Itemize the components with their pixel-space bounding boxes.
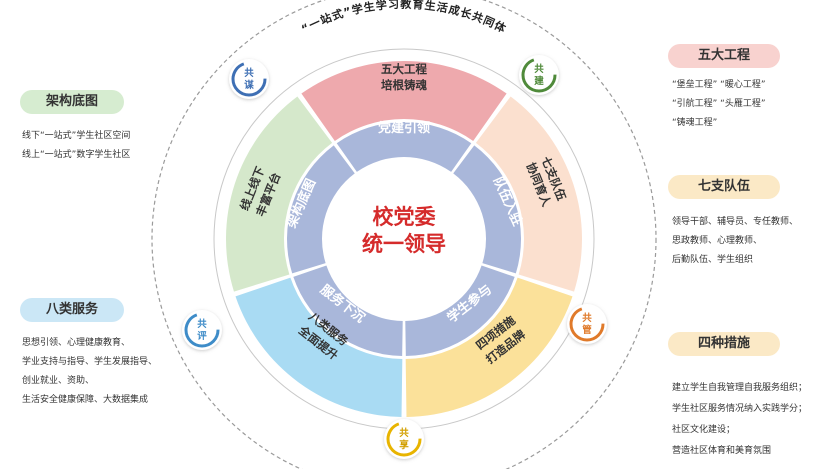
center-circle	[324, 159, 484, 319]
badge-jian-char1: 共	[534, 63, 544, 75]
measures-list: 建立学生自我管理自我服务组织； 学生社区服务情况纳入实践学分； 社区文化建设； …	[672, 378, 807, 462]
badge-mou-char2: 谋	[244, 79, 254, 91]
inner-segment-lower-left	[293, 265, 403, 356]
inner-segment-lower-right	[405, 265, 515, 356]
outer-label-top-1: 五大工程	[381, 62, 427, 76]
outer-dashed-circle	[151, 0, 657, 469]
projects-line: “铸魂工程”	[672, 118, 718, 128]
badge-xiang-char2: 享	[399, 439, 409, 451]
badge-ping-char1: 共	[197, 318, 207, 330]
architecture-line: 线上“一站式”数字学生社区	[22, 150, 131, 160]
services-title: 八类服务	[20, 298, 124, 322]
projects-line: “堡垒工程” “暖心工程”	[672, 80, 766, 90]
badge-ping-char2: 评	[197, 330, 207, 342]
badge-xiang-char1: 共	[399, 427, 409, 439]
architecture-title: 架构底图	[20, 90, 124, 114]
teams-list: 领导干部、辅导员、专任教师、 思政教师、心理教师、 后勤队伍、学生组织	[672, 213, 798, 270]
inner-label-top: 党建引领	[378, 120, 430, 136]
inner-segment-right	[453, 145, 521, 274]
services-line: 创业就业、资助、	[22, 376, 95, 386]
arc-title: “一站式”学生学习教育生活成长共同体	[299, 0, 509, 36]
measures-line: 社区文化建设；	[672, 425, 736, 435]
center-title: 校党委	[373, 205, 436, 229]
inner-ring	[287, 122, 521, 356]
services-line: 学业支持与指导、学生发展指导、	[22, 357, 158, 367]
outer-segment-left	[225, 96, 333, 292]
projects-list: “堡垒工程” “暖心工程” “引航工程” “头雁工程” “铸魂工程”	[672, 76, 766, 133]
teams-title: 七支队伍	[668, 175, 780, 199]
architecture-list: 线下“一站式”学生社区空间 线上“一站式”数字学生社区	[22, 127, 130, 165]
measures-line: 学生社区服务情况纳入实践学分；	[672, 404, 808, 414]
services-list: 思想引领、心理健康教育、 学业支持与指导、学生发展指导、 创业就业、资助、 生活…	[22, 334, 157, 410]
architecture-line: 线下“一站式”学生社区空间	[22, 131, 131, 141]
badge-mou: 共 谋	[229, 59, 269, 99]
services-line: 生活安全健康保障、大数据集成	[22, 395, 149, 405]
badge-jian: 共 建	[519, 55, 559, 95]
teams-line: 后勤队伍、学生组织	[672, 255, 754, 265]
services-line: 思想引领、心理健康教育、	[22, 338, 131, 348]
badge-xiang: 共 享	[384, 419, 424, 459]
projects-line: “引航工程” “头雁工程”	[672, 99, 766, 109]
inner-segment-left	[287, 145, 355, 274]
badge-mou-char1: 共	[244, 67, 254, 79]
teams-line: 领导干部、辅导员、专任教师、	[672, 217, 799, 227]
outer-label-top-2: 培根铸魂	[381, 78, 427, 92]
outer-segment-lower-right	[405, 277, 573, 417]
outer-ring	[225, 61, 583, 417]
outer-segment-top	[301, 61, 507, 141]
measures-title: 四种措施	[668, 332, 780, 356]
inner-segment-top	[336, 122, 472, 172]
outer-segment-lower-left	[235, 277, 403, 417]
measures-line: 建立学生自我管理自我服务组织；	[672, 383, 808, 393]
badge-guan-char1: 共	[582, 312, 592, 324]
projects-title: 五大工程	[668, 44, 780, 68]
outer-segment-right	[475, 96, 583, 292]
badge-guan: 共 管	[567, 304, 607, 344]
badge-ping: 共 评	[182, 310, 222, 350]
badge-guan-char2: 管	[582, 324, 592, 336]
measures-line: 营造社区体育和美育氛围	[672, 446, 772, 456]
center-subtitle: 统一领导	[362, 232, 446, 256]
teams-line: 思政教师、心理教师、	[672, 236, 763, 246]
badge-jian-char2: 建	[533, 75, 544, 87]
